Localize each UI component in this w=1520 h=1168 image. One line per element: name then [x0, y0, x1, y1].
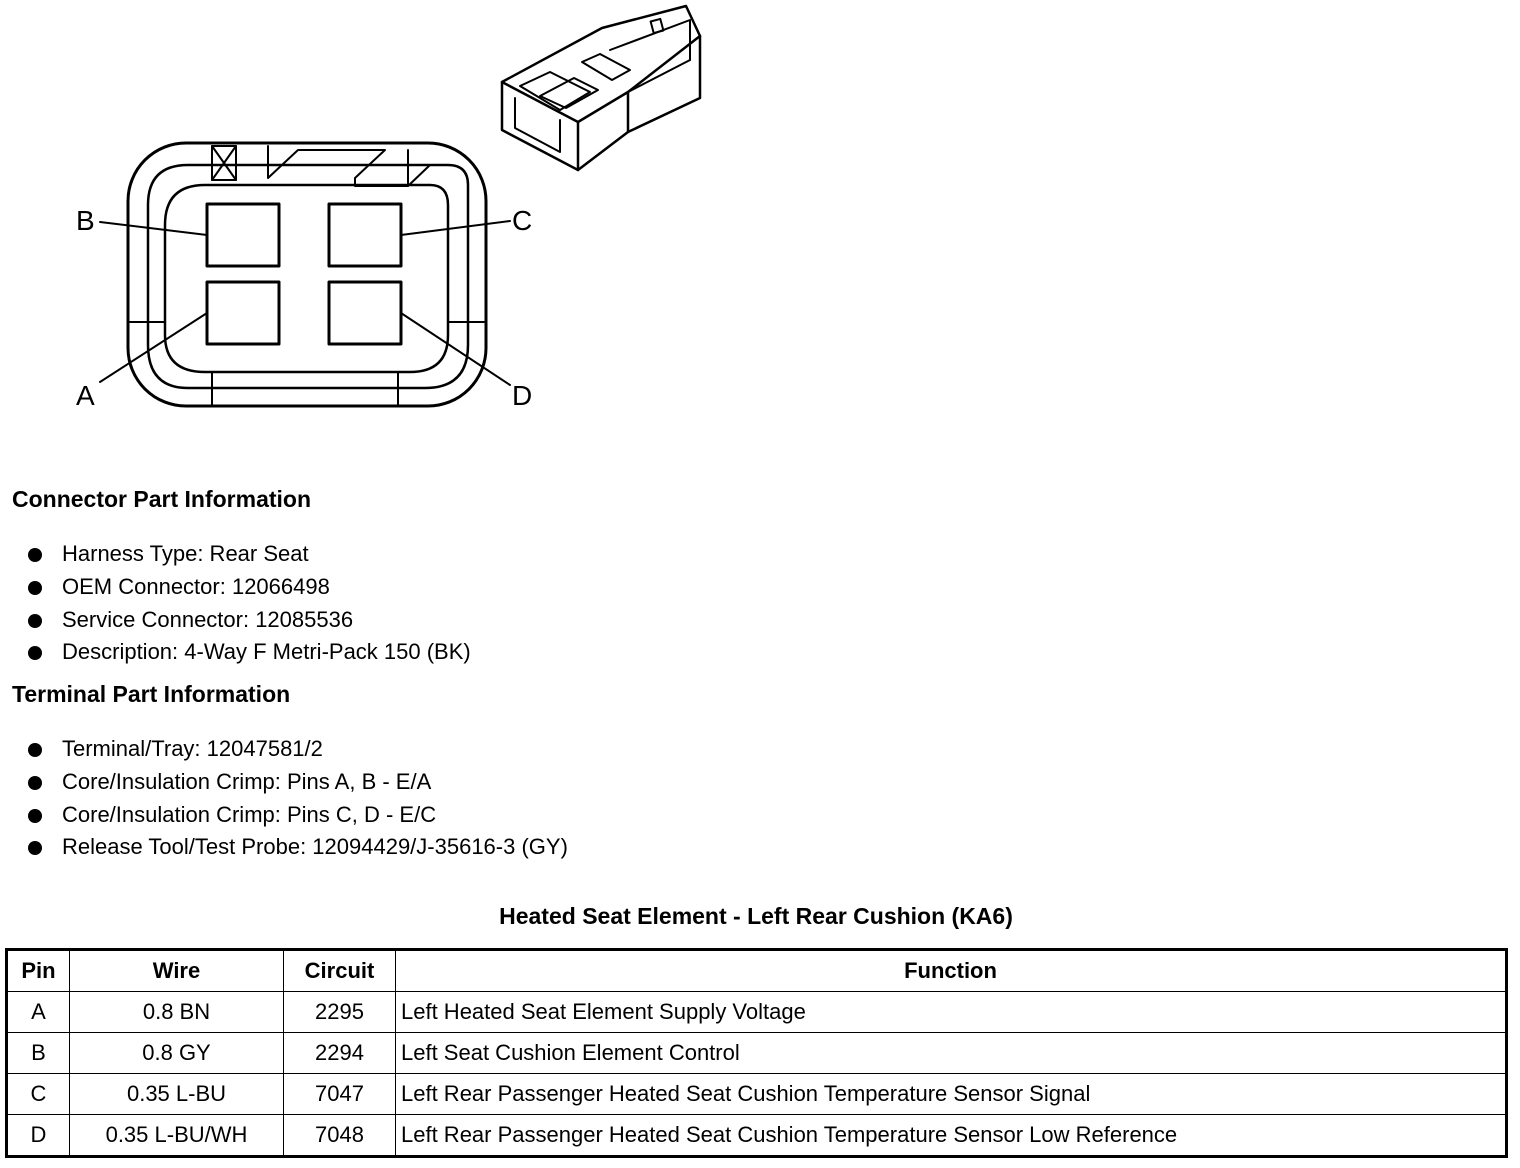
leader-lines — [99, 220, 511, 386]
pin-label-b: B — [76, 205, 95, 236]
list-item: Core/Insulation Crimp: Pins C, D - E/C — [28, 799, 568, 832]
connector-info-heading: Connector Part Information — [12, 486, 312, 512]
bullet-icon — [28, 775, 42, 790]
pin-label-d: D — [512, 380, 532, 411]
cell-function: Left Heated Seat Element Supply Voltage — [395, 991, 1507, 1033]
table-title: Heated Seat Element - Left Rear Cushion … — [499, 903, 1013, 929]
cell-circuit: 2294 — [283, 1032, 396, 1074]
cavity-d — [327, 280, 403, 346]
bullet-icon — [28, 613, 42, 628]
cell-function: Left Rear Passenger Heated Seat Cushion … — [395, 1114, 1507, 1157]
cell-pin: D — [6, 1114, 70, 1157]
pinout-table: Pin Wire Circuit Function A 0.8 BN 2295 … — [5, 948, 1508, 1158]
column-header-circuit: Circuit — [283, 949, 396, 992]
bullet-icon — [28, 646, 42, 661]
bullet-icon — [28, 743, 42, 757]
cell-circuit: 2295 — [283, 991, 396, 1033]
terminal-info-list: Terminal/Tray: 12047581/2 Core/Insulatio… — [28, 733, 568, 864]
cell-circuit: 7048 — [283, 1114, 396, 1157]
table-row: A 0.8 BN 2295 Left Heated Seat Element S… — [6, 991, 1507, 1033]
connector-face — [126, 141, 488, 408]
cavity-b — [205, 202, 281, 268]
list-item: Harness Type: Rear Seat — [28, 538, 471, 571]
cell-wire: 0.8 BN — [69, 991, 284, 1033]
bullet-icon — [28, 808, 42, 823]
cell-wire: 0.35 L-BU — [69, 1073, 284, 1115]
connector-isometric — [500, 4, 702, 172]
bullet-icon — [28, 548, 42, 562]
cell-circuit: 7047 — [283, 1073, 396, 1115]
table-row: D 0.35 L-BU/WH 7048 Left Rear Passenger … — [6, 1114, 1507, 1157]
column-header-wire: Wire — [69, 949, 284, 992]
cell-function: Left Seat Cushion Element Control — [395, 1032, 1507, 1074]
terminal-info-heading: Terminal Part Information — [12, 681, 291, 707]
table-row: C 0.35 L-BU 7047 Left Rear Passenger Hea… — [6, 1073, 1507, 1115]
column-header-function: Function — [395, 949, 1507, 992]
list-item: Release Tool/Test Probe: 12094429/J-3561… — [28, 831, 568, 864]
list-item: Core/Insulation Crimp: Pins A, B - E/A — [28, 766, 568, 799]
pin-label-c: C — [512, 205, 532, 236]
bullet-icon — [28, 580, 42, 595]
table-row: B 0.8 GY 2294 Left Seat Cushion Element … — [6, 1032, 1507, 1074]
cavity-c — [327, 202, 403, 268]
bullet-icon — [28, 841, 42, 856]
cell-wire: 0.35 L-BU/WH — [69, 1114, 284, 1157]
list-item: OEM Connector: 12066498 — [28, 571, 471, 604]
connector-diagram: B C A D — [76, 4, 702, 411]
cell-pin: A — [6, 991, 70, 1033]
cavity-a — [205, 280, 281, 346]
cell-pin: B — [6, 1032, 70, 1074]
list-item: Service Connector: 12085536 — [28, 604, 471, 637]
table-header-row: Pin Wire Circuit Function — [6, 949, 1507, 992]
list-item: Description: 4-Way F Metri-Pack 150 (BK) — [28, 636, 471, 669]
cell-pin: C — [6, 1073, 70, 1115]
column-header-pin: Pin — [6, 949, 70, 992]
connector-info-list: Harness Type: Rear Seat OEM Connector: 1… — [28, 538, 471, 669]
cell-wire: 0.8 GY — [69, 1032, 284, 1074]
cell-function: Left Rear Passenger Heated Seat Cushion … — [395, 1073, 1507, 1115]
pin-label-a: A — [76, 380, 95, 411]
list-item: Terminal/Tray: 12047581/2 — [28, 733, 568, 766]
